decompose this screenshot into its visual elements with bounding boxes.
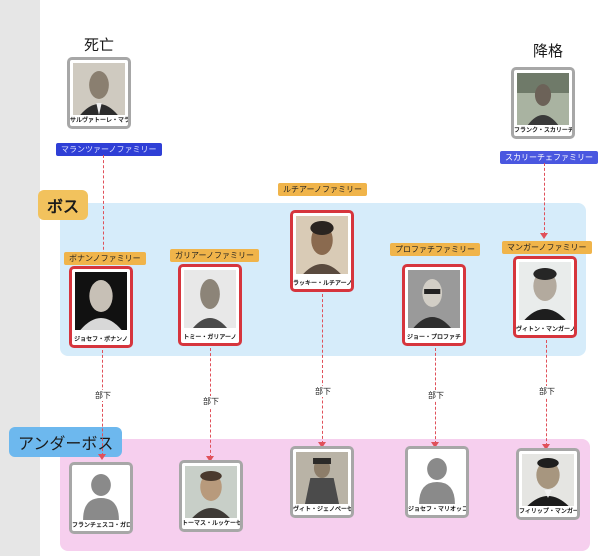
boss-band-label: ボス (38, 190, 89, 220)
arrow-head (318, 442, 326, 448)
portrait-image (73, 63, 125, 115)
family-label-maranzano: マランツァーノファミリー (56, 143, 162, 156)
heading-demoted: 降格 (533, 42, 564, 60)
relation-label: 部下 (314, 386, 332, 397)
underboss-card-philip-mangano: フィリップ・マンガーノ (516, 448, 580, 520)
person-name: ラッキー・ルチアーノ (293, 280, 351, 287)
connector-bonanno-garofalo (102, 350, 103, 456)
underboss-card-lucchese: トーマス・ルッケーゼ (179, 460, 243, 532)
portrait-image (75, 272, 127, 330)
person-name: トミー・ガリアーノ (183, 334, 237, 341)
arrow-head (431, 442, 439, 448)
portrait-image (522, 454, 574, 506)
family-label-gagliano: ガリアーノファミリー (170, 249, 260, 262)
person-card-maranzano: サルヴァトーレ・マランツァーノ (67, 57, 131, 129)
person-name: ジョセフ・マリオッコ (408, 506, 466, 513)
arrow-head (206, 456, 214, 462)
portrait-image (296, 452, 348, 504)
underboss-card-magliocco: ジョセフ・マリオッコ (405, 446, 469, 518)
underboss-card-garofalo: フランチェスコ・ガロファロ (69, 462, 133, 534)
family-label-luciano: ルチアーノファミリー (278, 183, 368, 196)
portrait-image (517, 73, 569, 125)
boss-card-bonanno: ジョセフ・ボナンノ (69, 266, 133, 348)
relation-label: 部下 (427, 390, 445, 401)
family-label-bonanno: ボナンノファミリー (64, 252, 146, 265)
family-label-profaci: プロファチファミリー (390, 243, 480, 256)
arrow-head (540, 233, 548, 239)
person-name: ヴィトン・マンガーノ (516, 326, 574, 333)
avatar-placeholder-icon (75, 468, 127, 520)
underboss-card-genovese: ヴィト・ジェノベーゼ (290, 446, 354, 518)
family-label-mangano: マンガーノファミリー (502, 241, 592, 254)
portrait-image (185, 466, 237, 518)
person-name: サルヴァトーレ・マランツァーノ (70, 117, 128, 124)
person-name: フィリップ・マンガーノ (519, 508, 577, 515)
relation-label: 部下 (538, 386, 556, 397)
connector-scalice-mangano (544, 163, 545, 235)
portrait-image (184, 270, 236, 328)
person-name: ジョー・プロファチ (406, 334, 461, 341)
connector-maranzano-bonanno (103, 155, 104, 260)
heading-dead: 死亡 (84, 36, 115, 54)
portrait-image (296, 216, 348, 274)
person-name: トーマス・ルッケーゼ (182, 520, 240, 527)
person-name: フランク・スカリーチェ (514, 127, 572, 134)
portrait-image (408, 270, 460, 328)
person-name: ヴィト・ジェノベーゼ (293, 506, 351, 513)
family-label-scalice: スカリーチェファミリー (500, 151, 598, 164)
person-card-scalice: フランク・スカリーチェ (511, 67, 575, 139)
boss-card-mangano: ヴィトン・マンガーノ (513, 256, 577, 338)
arrow-head (98, 454, 106, 460)
arrow-head (542, 444, 550, 450)
relation-label: 部下 (202, 396, 220, 407)
avatar-placeholder-icon (411, 452, 463, 504)
underboss-band-label: アンダーボス (9, 427, 123, 457)
person-name: ジョセフ・ボナンノ (74, 336, 128, 343)
boss-card-profaci: ジョー・プロファチ (402, 264, 466, 346)
connector-luciano-genovese (322, 294, 323, 444)
boss-card-luciano: ラッキー・ルチアーノ (290, 210, 354, 292)
relation-label: 部下 (94, 390, 112, 401)
portrait-image (519, 262, 571, 320)
person-name: フランチェスコ・ガロファロ (72, 522, 130, 529)
boss-card-gagliano: トミー・ガリアーノ (178, 264, 242, 346)
